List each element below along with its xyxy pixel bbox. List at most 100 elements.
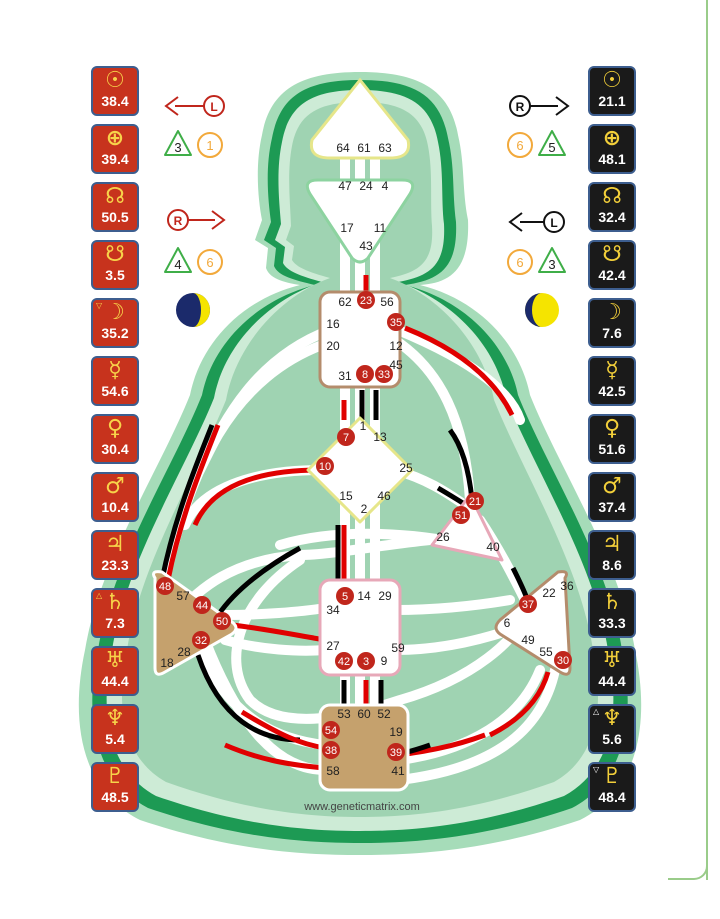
moon-icon xyxy=(176,293,210,327)
gate-number: 63 xyxy=(378,141,392,155)
gate-number: 23 xyxy=(360,295,372,307)
planet-gate-line: 38.4 xyxy=(101,93,129,109)
planet-box: ☿42.5 xyxy=(588,356,636,406)
active-gate-marker xyxy=(387,743,405,761)
design-planets-column: ☉38.4⊕39.4☊50.5☋3.5▽☽35.2☿54.6♀30.4♂10.4… xyxy=(91,66,141,820)
planet-gate-line: 39.4 xyxy=(101,151,129,167)
gate-number: 38 xyxy=(325,745,337,757)
planet-box: ♇48.5 xyxy=(91,762,139,812)
gate-number: 42 xyxy=(338,656,350,668)
active-gate-marker xyxy=(193,596,211,614)
gate-number: 58 xyxy=(326,764,340,778)
gate-number: 19 xyxy=(389,725,403,739)
planet-box: ♃8.6 xyxy=(588,530,636,580)
gate-number: 11 xyxy=(374,221,387,235)
planet-symbol-icon: ☽ xyxy=(602,300,622,325)
planet-box: ☿54.6 xyxy=(91,356,139,406)
circle-icon xyxy=(197,249,223,275)
gate-number: 64 xyxy=(336,141,350,155)
gate-number: 6 xyxy=(504,616,511,630)
planet-symbol-icon: ☿ xyxy=(605,358,619,383)
planet-box: △♄7.3 xyxy=(91,588,139,638)
gate-number: 32 xyxy=(195,635,207,647)
gate-number: 24 xyxy=(359,179,373,193)
planet-symbol-icon: ♅ xyxy=(105,648,125,673)
gate-number: 43 xyxy=(359,239,373,253)
active-gate-marker xyxy=(387,313,405,331)
gate-number: 51 xyxy=(455,510,467,522)
planet-symbol-icon: ☽ xyxy=(105,300,125,325)
gate-number: 28 xyxy=(177,645,191,659)
planet-gate-line: 3.5 xyxy=(105,267,125,283)
gate-number: 16 xyxy=(326,317,340,331)
gate-number: 21 xyxy=(469,496,481,508)
planet-box: △♆5.6 xyxy=(588,704,636,754)
gate-number: 37 xyxy=(522,599,534,611)
planet-gate-line: 5.6 xyxy=(602,731,622,747)
throat-center xyxy=(318,290,402,389)
gate-number: 34 xyxy=(326,603,340,617)
planet-box: ♀30.4 xyxy=(91,414,139,464)
gate-number: 56 xyxy=(380,295,394,309)
planet-box: ♃23.3 xyxy=(91,530,139,580)
planet-symbol-icon: ♆ xyxy=(602,706,622,731)
planet-gate-line: 33.3 xyxy=(598,615,626,631)
circle-icon xyxy=(507,132,533,158)
ajna-center xyxy=(305,178,415,264)
planet-symbol-icon: ⊕ xyxy=(602,126,622,151)
active-gate-marker xyxy=(336,587,354,605)
gate-number: 27 xyxy=(326,639,340,653)
page-border-corner xyxy=(668,848,708,880)
triangle-icon xyxy=(164,247,192,273)
personality-planets-column: ☉21.1⊕48.1☊32.4☋42.4☽7.6☿42.5♀51.6♂37.4♃… xyxy=(588,66,638,820)
planet-gate-line: 8.6 xyxy=(602,557,622,573)
gate-number: 30 xyxy=(557,655,569,667)
planet-symbol-icon: ☉ xyxy=(105,68,125,93)
planet-box: ⊕39.4 xyxy=(91,124,139,174)
planet-symbol-icon: ♀ xyxy=(603,416,621,441)
planet-gate-line: 42.4 xyxy=(598,267,626,283)
gate-number: 29 xyxy=(378,589,392,603)
planet-box: ⊕48.1 xyxy=(588,124,636,174)
planet-box: ♅44.4 xyxy=(91,646,139,696)
triangle-value: 3 xyxy=(174,140,181,155)
active-gate-marker xyxy=(357,652,375,670)
gate-number: 36 xyxy=(560,579,574,593)
gate-number: 46 xyxy=(377,489,391,503)
gate-number: 39 xyxy=(390,747,402,759)
planet-gate-line: 44.4 xyxy=(101,673,129,689)
triangle-value: 5 xyxy=(548,140,555,155)
sacral-center xyxy=(318,578,402,677)
planet-gate-line: 21.1 xyxy=(598,93,626,109)
gate-number: 45 xyxy=(389,358,403,372)
gate-number: 1 xyxy=(360,419,367,433)
active-gate-marker xyxy=(466,492,484,510)
active-gate-marker xyxy=(156,577,174,595)
active-gate-marker xyxy=(375,365,393,383)
planet-symbol-icon: ☋ xyxy=(602,242,622,267)
triangle-value: 4 xyxy=(174,257,181,272)
page-border xyxy=(706,0,708,880)
arrow-letter: L xyxy=(210,100,217,114)
planet-gate-line: 7.3 xyxy=(105,615,125,631)
arrow-letter: R xyxy=(174,214,183,228)
head-center xyxy=(309,77,411,160)
active-gate-marker xyxy=(357,291,375,309)
planet-box: ♂10.4 xyxy=(91,472,139,522)
gate-number: 62 xyxy=(338,295,352,309)
planet-box: ♆5.4 xyxy=(91,704,139,754)
planet-symbol-icon: ☉ xyxy=(602,68,622,93)
active-gate-marker xyxy=(452,506,470,524)
planet-box: ☋42.4 xyxy=(588,240,636,290)
active-gate-marker xyxy=(519,595,537,613)
triangle-icon xyxy=(164,130,192,156)
planet-gate-line: 30.4 xyxy=(101,441,129,457)
planet-gate-line: 54.6 xyxy=(101,383,129,399)
planet-gate-line: 51.6 xyxy=(598,441,626,457)
gate-number: 54 xyxy=(325,725,337,737)
planet-symbol-icon: ☿ xyxy=(108,358,122,383)
planet-gate-line: 7.6 xyxy=(602,325,622,341)
planet-box: ☋3.5 xyxy=(91,240,139,290)
arrow-head-icon xyxy=(508,212,523,232)
gate-number: 26 xyxy=(436,530,450,544)
